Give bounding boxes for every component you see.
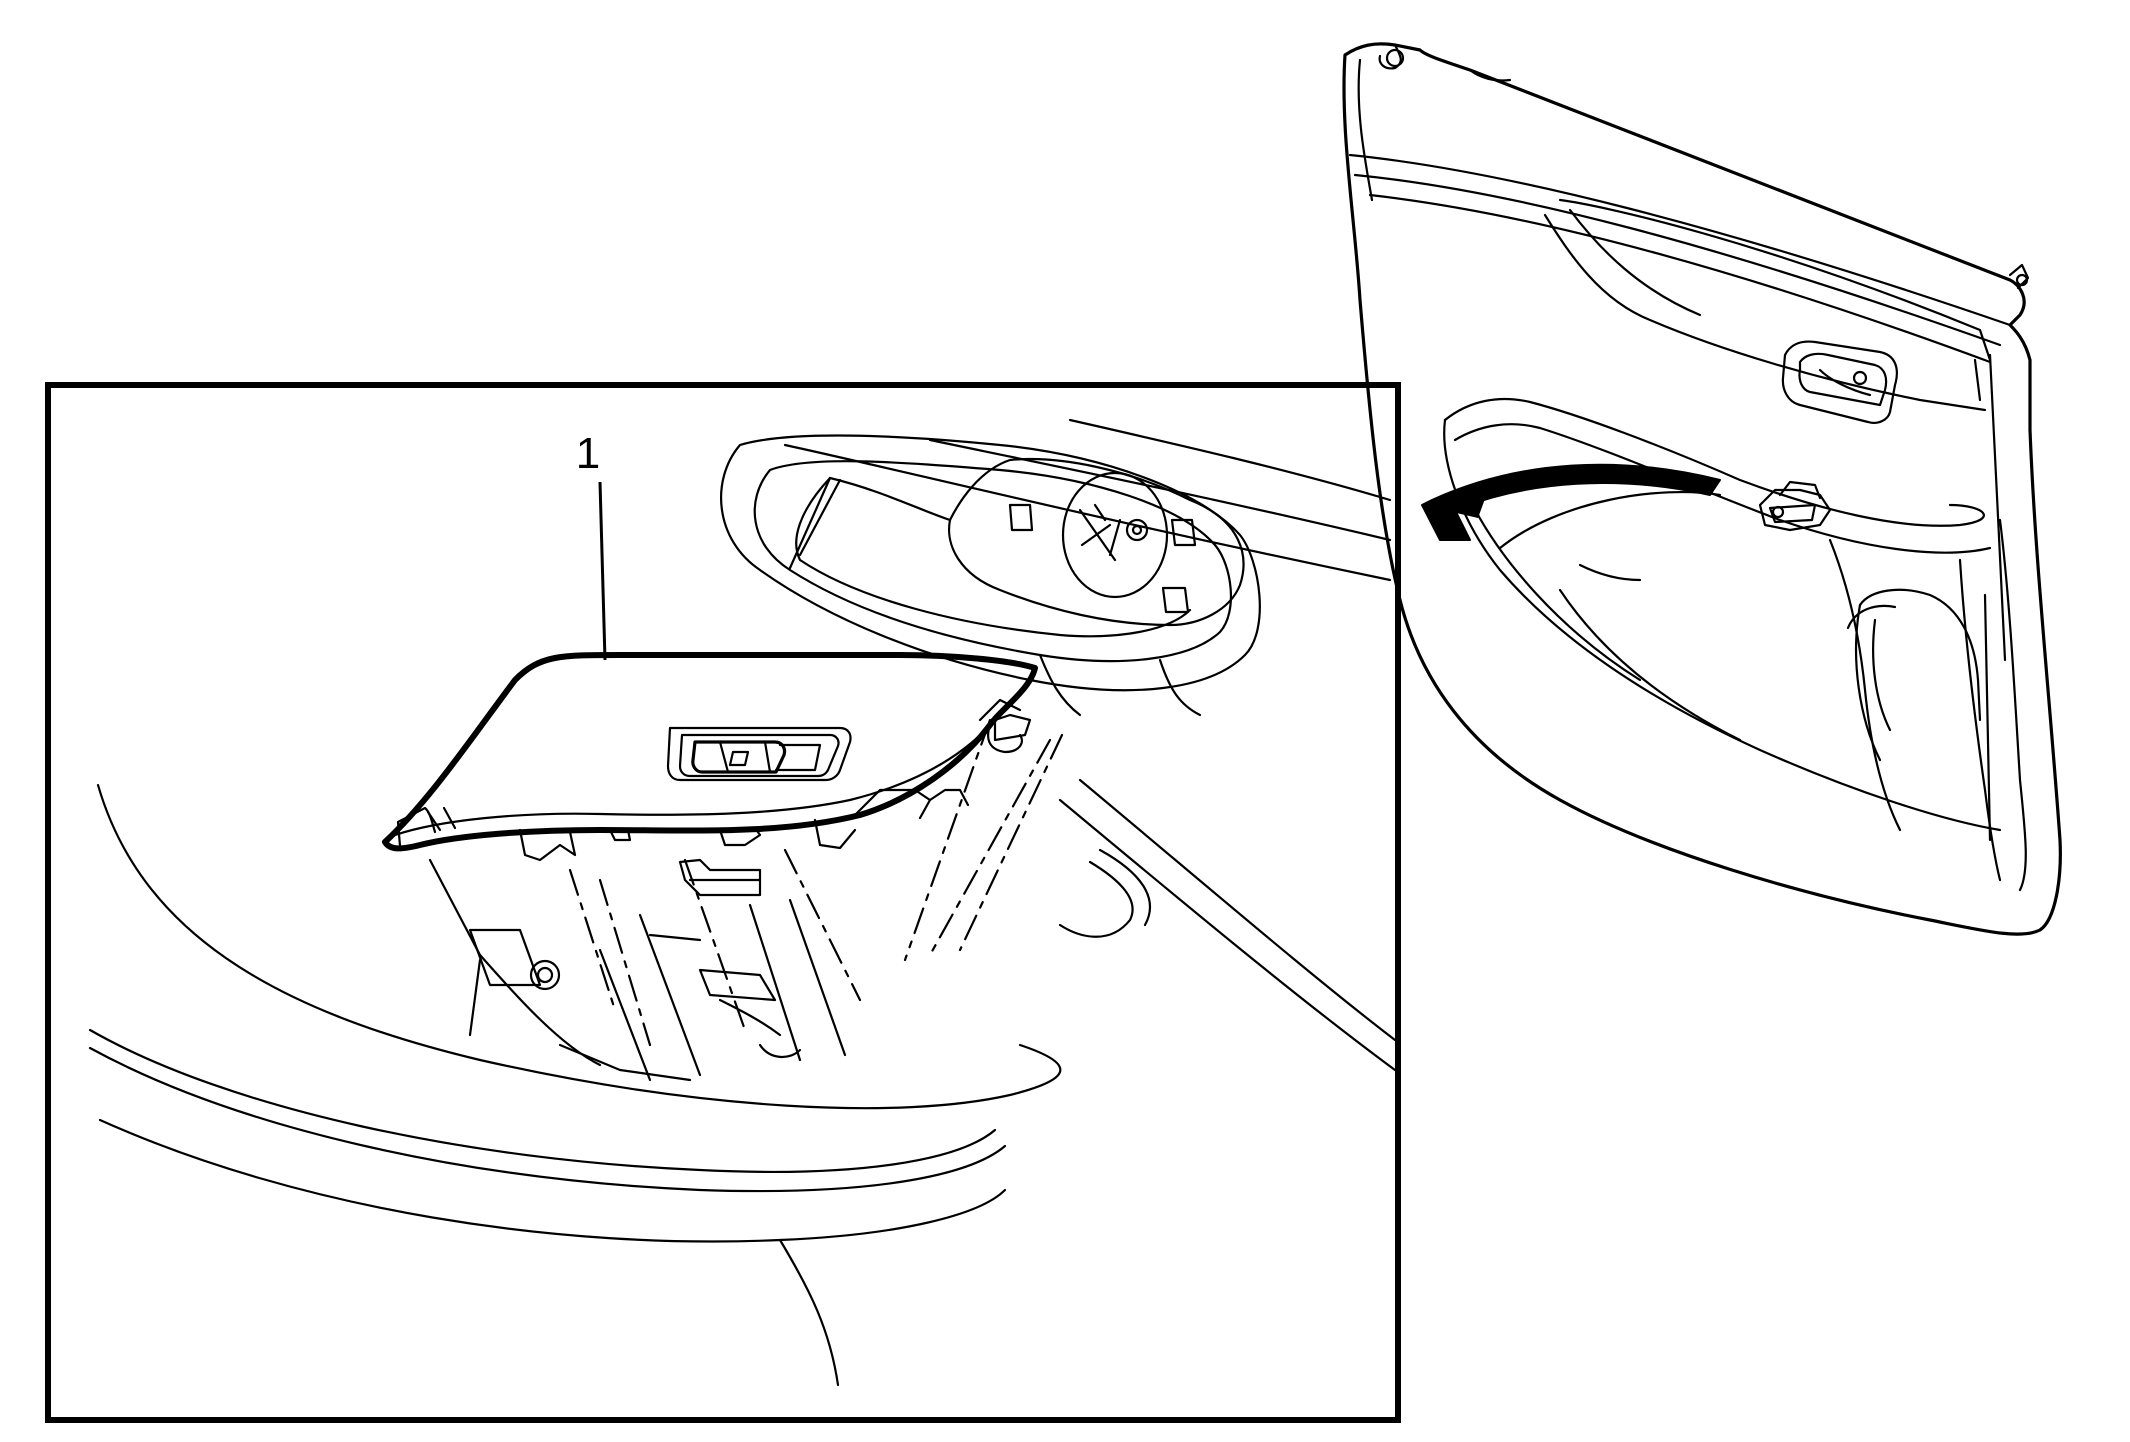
overview-window-switch [1758, 480, 1832, 532]
alignment-lines [568, 718, 1064, 1047]
curved-arrow-left-icon [1421, 463, 1722, 550]
detail-frame [45, 382, 1401, 1423]
callout-1: 1 [576, 429, 607, 661]
switch-mount-bracket [428, 858, 847, 1082]
armrest-trim [88, 783, 1062, 1387]
inside-handle-cup [948, 457, 1245, 627]
door-handle-bezel [720, 434, 1261, 717]
detail-view: 1 [45, 382, 1401, 1423]
callout-1-label: 1 [576, 429, 600, 478]
window-switch-rocker [691, 740, 787, 774]
window-switch-bezel [382, 652, 1038, 897]
overview-handle-bezel [1781, 340, 1898, 424]
callout-1-leader [598, 481, 607, 661]
door-bezel-rails [783, 418, 1397, 1072]
